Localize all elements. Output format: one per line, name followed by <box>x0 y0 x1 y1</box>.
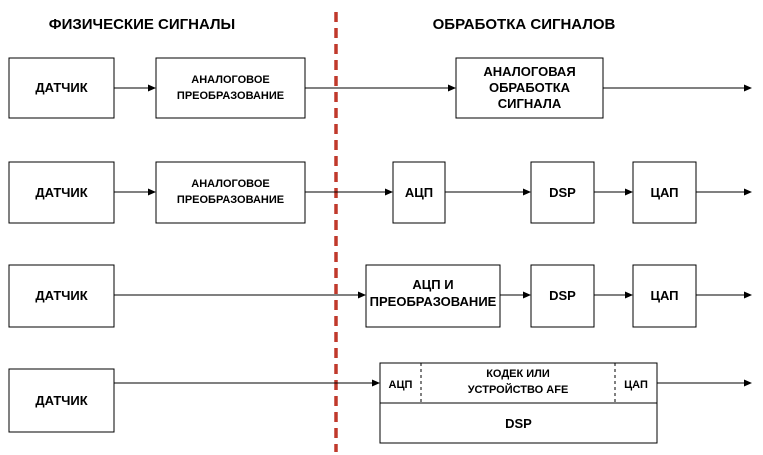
row4-sensor-label: ДАТЧИК <box>35 393 87 408</box>
row2-sensor-label: ДАТЧИК <box>35 185 87 200</box>
row4-arrow-1 <box>372 379 380 387</box>
row3-arrow-3 <box>625 291 633 299</box>
row4-codec-box <box>379 362 658 404</box>
row2-conversion-line-2: ПРЕОБРАЗОВАНИЕ <box>177 194 284 206</box>
row2-conversion-line-1: АНАЛОГОВОЕ <box>191 178 269 190</box>
row3-arrow-2 <box>523 291 531 299</box>
row1-sensor-label: ДАТЧИК <box>35 80 87 95</box>
row1-analog-conversion-box <box>155 57 306 119</box>
row1-arrow-2 <box>448 84 456 92</box>
row-2: ДАТЧИК АНАЛОГОВОЕ ПРЕОБРАЗОВАНИЕ АЦП DSP… <box>8 161 752 224</box>
row-4: ДАТЧИК АЦП КОДЕК ИЛИ УСТРОЙСТВО AFE ЦАП … <box>8 362 752 444</box>
row-1: ДАТЧИК АНАЛОГОВОЕ ПРЕОБРАЗОВАНИЕ АНАЛОГО… <box>8 57 752 119</box>
row1-arrow-1 <box>148 84 156 92</box>
header-physical-signals: ФИЗИЧЕСКИЕ СИГНАЛЫ <box>49 16 235 33</box>
row3-sensor-box <box>8 264 115 328</box>
row3-output-arrow <box>744 291 752 299</box>
row3-dsp-box <box>530 264 595 328</box>
row2-analog-conversion-box <box>155 161 306 224</box>
row2-dsp-label: DSP <box>549 185 576 200</box>
row2-arrow-2 <box>385 188 393 196</box>
row-3: ДАТЧИК АЦП И ПРЕОБРАЗОВАНИЕ DSP ЦАП <box>8 264 752 328</box>
row4-codec-line-1: КОДЕК ИЛИ <box>486 368 550 380</box>
row2-adc-label: АЦП <box>405 185 433 200</box>
row4-dac-label: ЦАП <box>624 379 648 391</box>
row3-sensor-label: ДАТЧИК <box>35 288 87 303</box>
row1-conversion-line-2: ПРЕОБРАЗОВАНИЕ <box>177 90 284 102</box>
row3-dsp-label: DSP <box>549 288 576 303</box>
row3-dac-box <box>632 264 697 328</box>
row4-output-arrow <box>744 379 752 387</box>
row1-processing-line-1: АНАЛОГОВАЯ <box>483 64 575 79</box>
row4-sensor-box <box>8 368 115 433</box>
row3-adc-conversion-line-1: АЦП И <box>412 277 453 292</box>
row4-dsp-label: DSP <box>505 416 532 431</box>
row4-dsp-box <box>379 402 658 444</box>
row4-codec-line-2: УСТРОЙСТВО AFE <box>468 383 569 396</box>
row1-processing-line-3: СИГНАЛА <box>498 96 562 111</box>
row1-sensor-box <box>8 57 115 119</box>
row1-conversion-line-1: АНАЛОГОВОЕ <box>191 74 269 86</box>
row2-dac-box <box>632 161 697 224</box>
row3-adc-conversion-line-2: ПРЕОБРАЗОВАНИЕ <box>370 294 497 309</box>
row1-output-arrow <box>744 84 752 92</box>
row4-adc-label: АЦП <box>389 379 413 391</box>
header-signal-processing: ОБРАБОТКА СИГНАЛОВ <box>433 16 616 33</box>
row2-dsp-box <box>530 161 595 224</box>
row3-dac-label: ЦАП <box>650 288 678 303</box>
row2-arrow-3 <box>523 188 531 196</box>
row1-processing-line-2: ОБРАБОТКА <box>489 80 571 95</box>
row2-arrow-4 <box>625 188 633 196</box>
row2-arrow-1 <box>148 188 156 196</box>
row2-dac-label: ЦАП <box>650 185 678 200</box>
row3-adc-conversion-box <box>365 264 501 328</box>
row2-output-arrow <box>744 188 752 196</box>
row3-arrow-1 <box>358 291 366 299</box>
row2-sensor-box <box>8 161 115 224</box>
